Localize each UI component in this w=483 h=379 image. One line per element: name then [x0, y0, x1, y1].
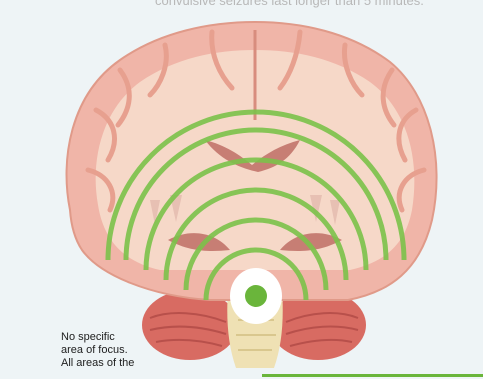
caption-line: area of focus.	[61, 344, 181, 357]
focus-center	[230, 268, 282, 324]
caption: No specific area of focus. All areas of …	[61, 331, 181, 370]
caption-line: All areas of the	[61, 357, 181, 370]
caption-line: No specific	[61, 331, 181, 344]
green-rule	[262, 374, 483, 377]
